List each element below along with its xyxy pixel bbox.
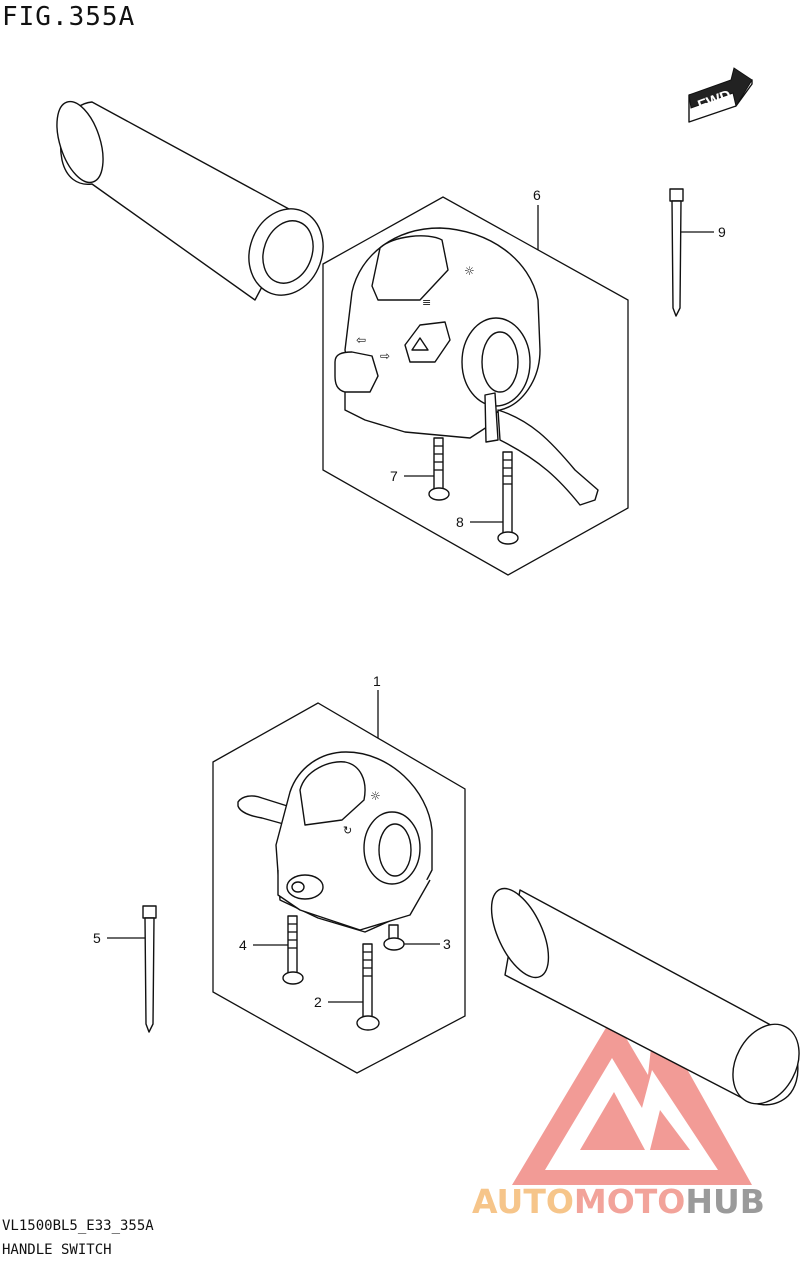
right-grip-flange (490, 887, 550, 979)
watermark-logo (512, 1012, 752, 1185)
hazard-switch (404, 321, 451, 363)
cable-tie-5 (142, 905, 157, 1033)
screw-3-head (383, 937, 405, 951)
callout-4: 4 (239, 937, 247, 953)
screw-7-head (428, 487, 450, 501)
start-icon: ↻ (343, 824, 352, 837)
screw-8-shank (502, 451, 513, 535)
handlebar-bore-inner (481, 331, 519, 393)
assembly-6-boundary (322, 196, 629, 576)
left-grip (56, 100, 324, 301)
screw-2-head (356, 1015, 380, 1031)
screw-4-head (282, 971, 304, 985)
cable-tie-9-strap (671, 200, 682, 317)
cable-tie-9 (669, 188, 684, 317)
fwd-direction-arrow: FWD (688, 67, 753, 123)
right-handlebar-bore-inner (378, 823, 412, 877)
callout-7: 7 (390, 468, 398, 484)
figure-name: HANDLE SWITCH (2, 1242, 112, 1258)
screw-3 (383, 924, 405, 951)
callout-1: 1 (373, 673, 381, 689)
watermark-triangle-core2 (650, 1110, 690, 1150)
screw-8 (497, 451, 519, 545)
screw-4 (282, 915, 304, 985)
right-arrow-icon: ⇨ (380, 349, 390, 363)
dimmer-switch-knob (371, 235, 449, 301)
watermark-text: AUTOMOTOHUB (472, 1182, 765, 1221)
screw-2 (356, 943, 380, 1031)
callout-2: 2 (314, 994, 322, 1010)
left-switch-cable (497, 409, 599, 506)
cable-tie-5-head (142, 905, 157, 919)
right-grip-end-cap (732, 1023, 800, 1105)
left-arrow-icon: ⇦ (356, 333, 366, 347)
screw-7 (428, 437, 450, 501)
right-handle-switch: ☼ ↻ (237, 751, 433, 933)
start-switch-button (299, 761, 366, 826)
callout-5: 5 (93, 930, 101, 946)
callout-3: 3 (443, 936, 451, 952)
cable-tie-5-strap (144, 917, 155, 1033)
fwd-arrow-body (688, 67, 753, 109)
watermark-hub: HUB (685, 1182, 765, 1221)
assembly-1-boundary (212, 702, 466, 1074)
left-grip-bore (262, 220, 314, 284)
callout-6: 6 (533, 187, 541, 203)
engine-stop-knob-inner (291, 881, 305, 893)
screw-2-shank (362, 943, 373, 1021)
callout-8: 8 (456, 514, 464, 530)
dimmer-icon: ≡ (422, 296, 431, 309)
engine-stop-icon: ☼ (370, 789, 381, 803)
screw-4-shank (287, 915, 298, 975)
right-grip (490, 887, 800, 1106)
switch-cable-clamp (484, 392, 499, 443)
watermark-triangle-core (580, 1092, 645, 1150)
hazard-triangle-icon (411, 337, 429, 351)
screw-8-head (497, 531, 519, 545)
turn-signal-switch (334, 351, 379, 393)
left-grip-end-cap (56, 100, 104, 184)
engine-stop-knob (286, 874, 324, 900)
figure-title: FIG.355A (2, 2, 136, 32)
cable-tie-9-head (669, 188, 684, 202)
callout-9: 9 (718, 224, 726, 240)
headlight-icon: ☼ (464, 264, 475, 278)
watermark-moto: MOTO (574, 1182, 685, 1221)
model-code: VL1500BL5_E33_355A (2, 1218, 154, 1234)
watermark-auto: AUTO (472, 1182, 574, 1221)
left-handle-switch: ☼ ≡ ⇦ ⇨ (334, 227, 599, 506)
